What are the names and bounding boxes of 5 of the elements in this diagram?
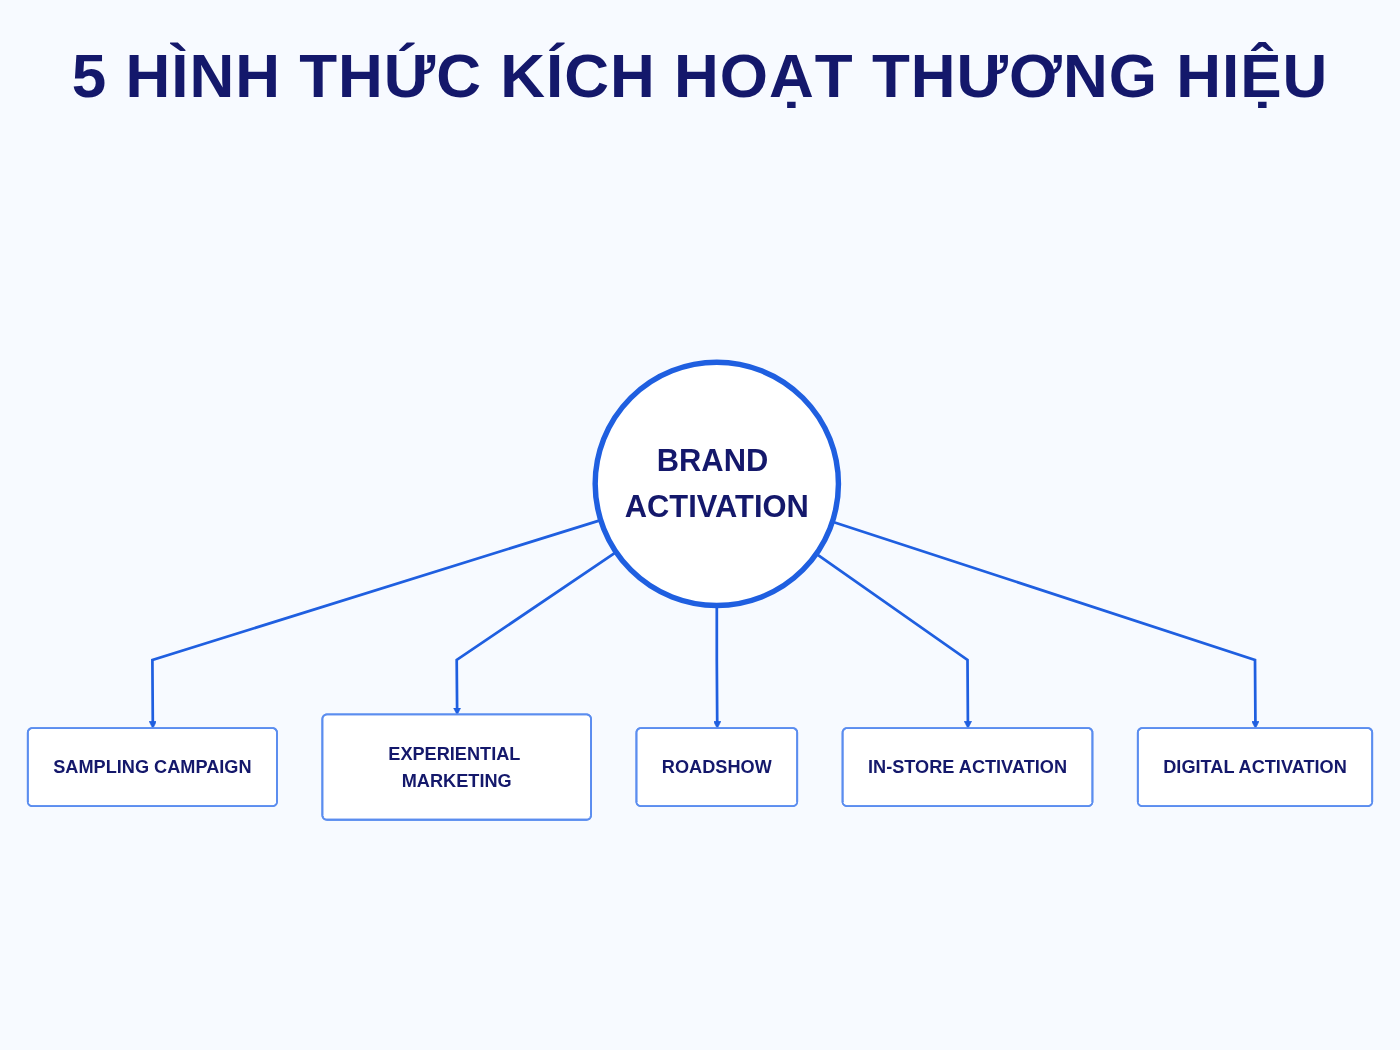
title: 5 HÌNH THỨC KÍCH HOẠT THƯƠNG HIỆU <box>71 40 1329 111</box>
arrow <box>815 552 972 729</box>
arrow <box>453 550 617 715</box>
node-circle: BRAND ACTIVATION <box>592 359 842 608</box>
arrow <box>713 605 722 729</box>
